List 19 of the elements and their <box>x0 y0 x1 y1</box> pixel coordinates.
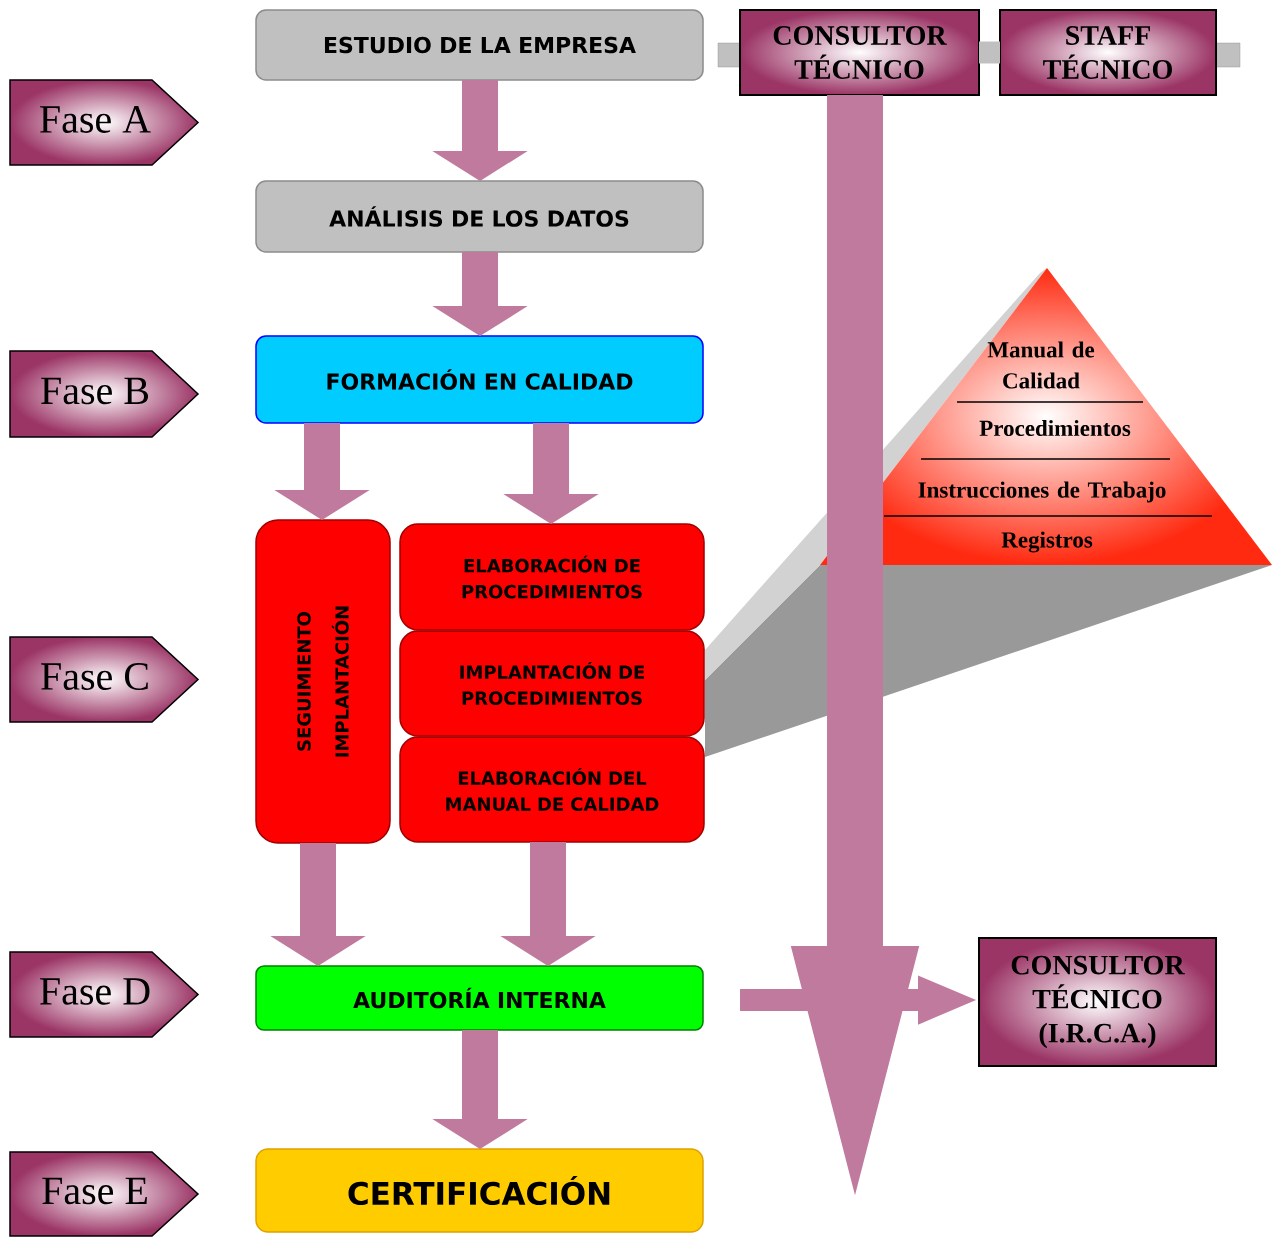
role-box: CONSULTOR TÉCNICO <box>739 9 980 96</box>
role-box: CONSULTOR TÉCNICO (I.R.C.A.) <box>978 937 1217 1067</box>
process-box: AUDITORÍA INTERNA <box>255 965 704 1031</box>
process-box: ESTUDIO DE LA EMPRESA <box>255 9 704 81</box>
phase-tag: Fase C <box>9 636 200 723</box>
process-box: CERTIFICACIÓN <box>255 1148 704 1233</box>
phase-tag: Fase A <box>9 79 200 166</box>
process-box: ANÁLISIS DE LOS DATOS <box>255 180 704 253</box>
connector-line <box>979 41 1000 64</box>
process-box: IMPLANTACIÓN DE PROCEDIMIENTOS <box>399 630 705 737</box>
process-box: SEGUIMIENTO IMPLANTACIÓN <box>255 519 391 844</box>
process-box: ELABORACIÓN DE PROCEDIMIENTOS <box>399 523 705 631</box>
process-box: ELABORACIÓN DEL MANUAL DE CALIDAD <box>399 736 705 843</box>
phase-tag: Fase B <box>9 350 200 438</box>
phase-tag: Fase E <box>9 1151 200 1237</box>
process-box: FORMACIÓN EN CALIDAD <box>255 335 704 424</box>
role-box: STAFF TÉCNICO <box>999 9 1217 96</box>
pyramid: Manual de Calidad Procedimientos Instrucciones de Trabajo Registros <box>883 341 1213 553</box>
phase-tag: Fase D <box>9 951 200 1038</box>
